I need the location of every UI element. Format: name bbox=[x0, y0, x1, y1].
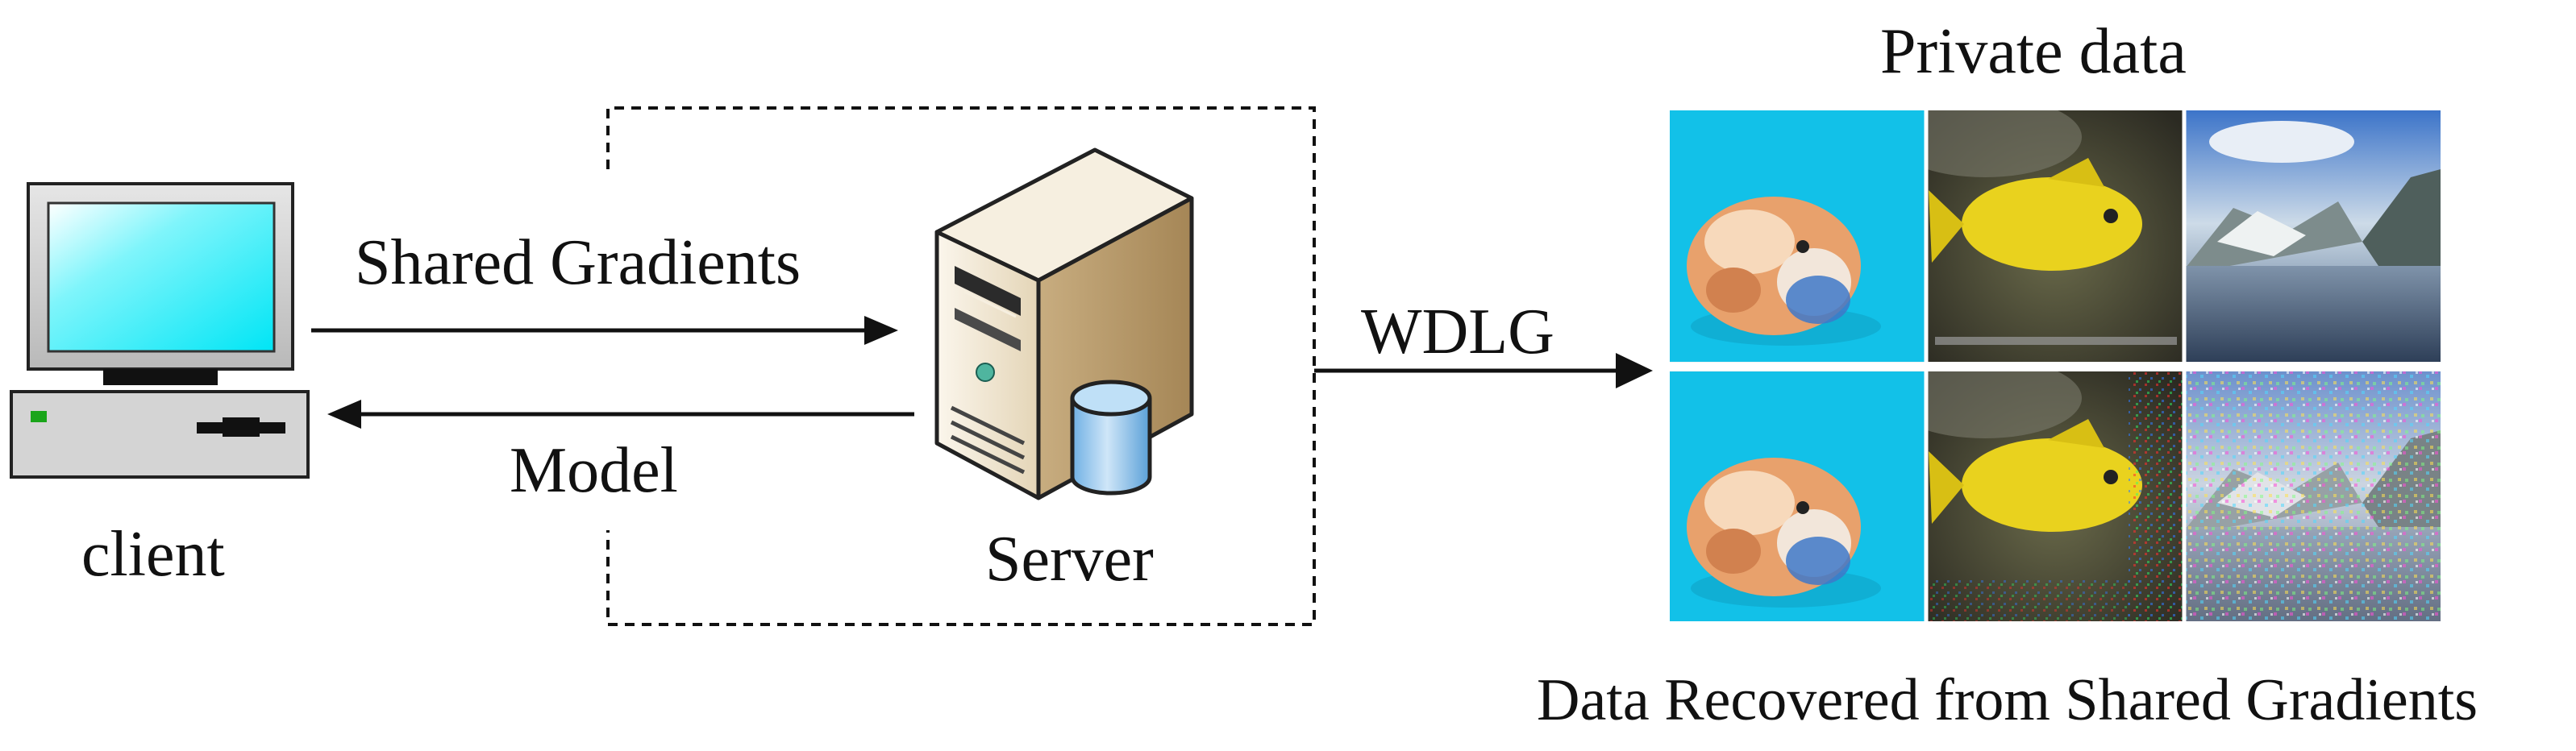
private-image-hamster bbox=[1670, 110, 1925, 362]
private-image-fish bbox=[1928, 110, 2183, 362]
client-computer-icon bbox=[10, 182, 310, 479]
server-label: Server bbox=[985, 524, 1154, 595]
shared-gradients-label: Shared Gradients bbox=[355, 227, 801, 298]
private-data-label: Private data bbox=[1880, 16, 2187, 87]
server-tower-icon bbox=[934, 147, 1194, 500]
wdlg-arrow bbox=[1314, 353, 1653, 388]
recovered-image-fish bbox=[1928, 371, 2183, 621]
image-grid bbox=[1665, 106, 2445, 626]
model-arrow bbox=[327, 400, 914, 429]
model-label: Model bbox=[510, 435, 678, 506]
private-image-landscape bbox=[2186, 110, 2441, 362]
recovered-image-landscape bbox=[2186, 371, 2441, 621]
server-boundary-dashed bbox=[606, 106, 1316, 626]
database-cylinder-icon bbox=[1070, 380, 1152, 496]
client-label: client bbox=[81, 519, 225, 590]
wdlg-label: WDLG bbox=[1361, 297, 1554, 367]
recovered-image-hamster bbox=[1670, 371, 1925, 621]
shared-gradients-arrow bbox=[311, 316, 898, 345]
recovered-data-label: Data Recovered from Shared Gradients bbox=[1537, 667, 2478, 733]
